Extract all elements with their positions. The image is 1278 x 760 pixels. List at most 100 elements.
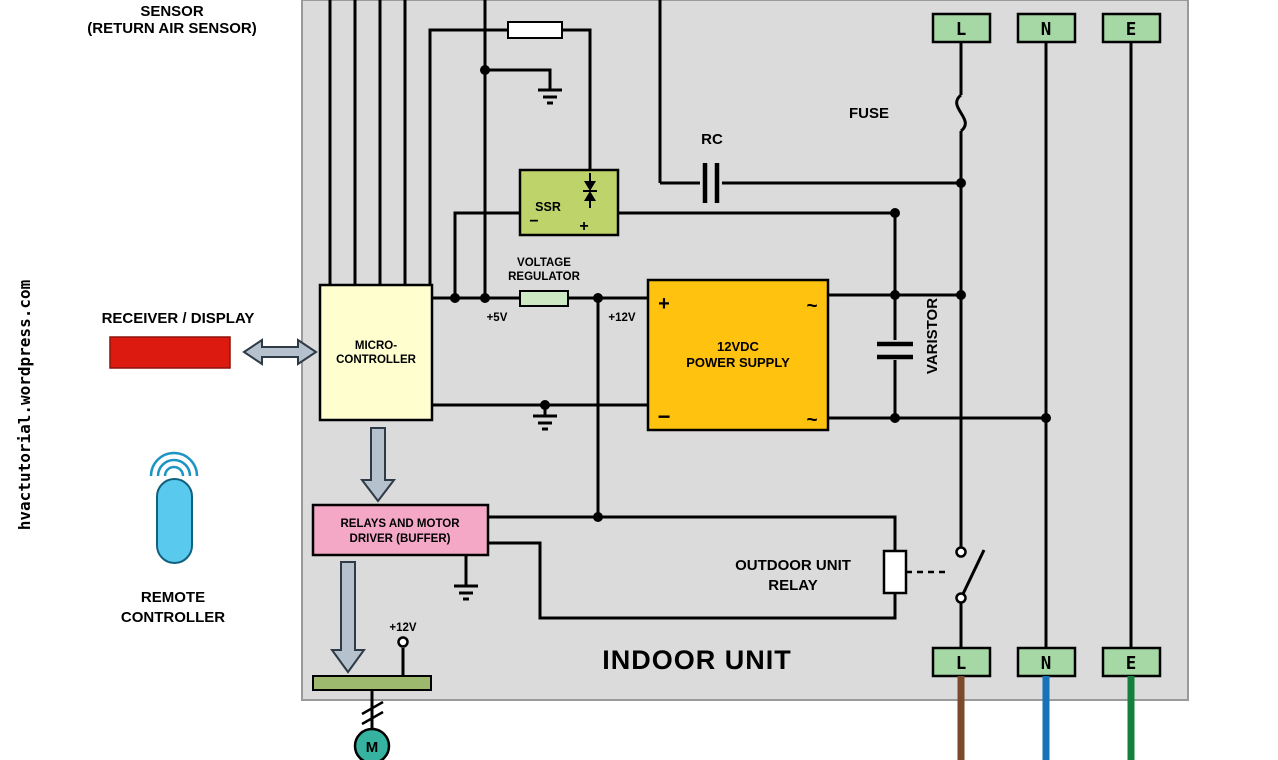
junction-dot: [956, 178, 966, 188]
junction-dot: [480, 65, 490, 75]
receiver-display-label: RECEIVER / DISPLAY: [102, 310, 255, 327]
wire-filter-ground: [485, 68, 552, 90]
terminal-E-bottom: [1101, 646, 1162, 678]
v12-label: +12V: [608, 312, 636, 324]
junction-dot: [593, 293, 603, 303]
outdoor-unit-relay: OUTDOOR UNIT RELAY: [735, 549, 908, 595]
power-supply-rect: [646, 278, 830, 432]
triac-triangle: [584, 181, 596, 191]
wire-ssr-left: [453, 211, 520, 298]
relays-driver-rect: [311, 503, 490, 557]
power-supply-box: + ~ − ~ 12VDC POWER SUPPLY: [646, 278, 830, 432]
terminal-N-bottom-label: N: [1041, 654, 1052, 674]
sensor-sublabel: (RETURN AIR SENSOR): [87, 20, 256, 37]
ssr-rect: [518, 168, 620, 237]
terminal-L-bottom-label: L: [956, 654, 967, 674]
junction-dot: [890, 290, 900, 300]
terminal-N-top: [1016, 12, 1077, 44]
indoor-unit-title: INDOOR UNIT: [602, 645, 792, 675]
mc-to-relays-arrow: [359, 427, 397, 503]
fuse-symbol: [955, 93, 967, 133]
terminal-E-bottom-label: E: [1126, 654, 1137, 674]
ground-icon: [533, 414, 557, 431]
remote-label-line1: REMOTE: [141, 589, 205, 606]
signal-wave-icon: [156, 458, 192, 477]
motor-12v-terminal: [397, 636, 409, 648]
junction-dot: [450, 293, 460, 303]
varistor-label: VARISTOR: [924, 298, 941, 374]
ps-plus: +: [658, 293, 670, 315]
wire-relay-coil: [488, 515, 897, 620]
rc-capacitor-symbol: [702, 163, 720, 203]
junction-dot: [890, 208, 900, 218]
terminal-L-top: [931, 12, 992, 44]
terminal-L-top-label: L: [956, 20, 967, 40]
relays-label-line1: RELAYS AND MOTOR: [340, 518, 460, 530]
voltage-regulator: VOLTAGE REGULATOR: [508, 257, 581, 307]
junction-dot: [1041, 413, 1051, 423]
junction-dot: [540, 400, 550, 410]
microcontroller-box: MICRO- CONTROLLER: [318, 283, 434, 422]
left-annotations: SENSOR (RETURN AIR SENSOR) hvactutorial.…: [15, 3, 318, 626]
ssr-minus: −: [529, 213, 538, 230]
ssr-box: SSR − +: [518, 168, 620, 237]
ground-icon: [454, 584, 478, 601]
voltage-regulator-label-line2: REGULATOR: [508, 271, 580, 283]
relays-label-line2: DRIVER (BUFFER): [350, 533, 451, 545]
power-supply-label-line2: POWER SUPPLY: [686, 355, 790, 370]
remote-controller: REMOTE CONTROLLER: [121, 451, 225, 626]
fan-motor: [353, 727, 391, 760]
signal-wave-icon: [163, 465, 185, 477]
relay-coil-rect: [882, 549, 908, 595]
ground-icon: [538, 88, 562, 105]
remote-label-line2: CONTROLLER: [121, 609, 225, 626]
motor-12v-label: +12V: [389, 622, 417, 634]
junction-dot: [956, 290, 966, 300]
bidirectional-arrow: [242, 338, 318, 366]
v5-label: +5V: [487, 312, 508, 324]
triac-icon: [583, 173, 597, 208]
terminal-N-top-label: N: [1041, 20, 1052, 40]
wiring: [328, 0, 1133, 729]
switch-contact: [955, 546, 967, 558]
terminal-E-top: [1101, 12, 1162, 44]
voltage-regulator-label-line1: VOLTAGE: [517, 257, 571, 269]
switch-contact: [955, 592, 967, 604]
signal-wave-icon: [149, 451, 199, 477]
rc-label: RC: [701, 131, 723, 148]
junction-dot: [890, 413, 900, 423]
relays-driver-box: RELAYS AND MOTOR DRIVER (BUFFER): [311, 503, 490, 557]
junction-dots: [450, 65, 1051, 522]
microcontroller-label-line1: MICRO-: [355, 340, 397, 352]
triac-leads: [583, 173, 597, 208]
terminal-E-top-label: E: [1126, 20, 1137, 40]
receiver-display-block: [109, 336, 231, 369]
wire-sensor-lines: [328, 0, 487, 298]
remote-controller-body: [156, 478, 193, 564]
junction-dot: [480, 293, 490, 303]
microcontroller-label-line2: CONTROLLER: [336, 354, 417, 366]
ps-minus: −: [658, 404, 671, 429]
watermark-text: hvactutorial.wordpress.com: [15, 279, 34, 530]
wire-ssr-drive: [428, 28, 592, 285]
motor-terminal-bar: [312, 675, 432, 691]
junction-dot: [593, 512, 603, 522]
ssr-plus: +: [579, 218, 588, 235]
fuse-label: FUSE: [849, 105, 889, 122]
terminal-L-bottom: [931, 646, 992, 678]
switch-blade: [961, 549, 986, 595]
triac-triangle: [584, 191, 596, 201]
shaft-hatch: [361, 700, 384, 726]
relays-to-motor-arrow: [330, 561, 366, 674]
series-resistor: [507, 21, 563, 39]
sensor-label: SENSOR: [140, 3, 204, 20]
terminal-block-bottom: L N E: [931, 646, 1162, 678]
ssr-label: SSR: [535, 200, 561, 214]
outdoor-relay-label-line2: RELAY: [768, 577, 817, 594]
varistor-symbol: [877, 341, 913, 360]
motor-label: M: [366, 739, 379, 756]
outdoor-relay-label-line1: OUTDOOR UNIT: [735, 557, 851, 574]
power-supply-label-line1: 12VDC: [717, 339, 760, 354]
terminal-block-top: L N E: [931, 12, 1162, 44]
